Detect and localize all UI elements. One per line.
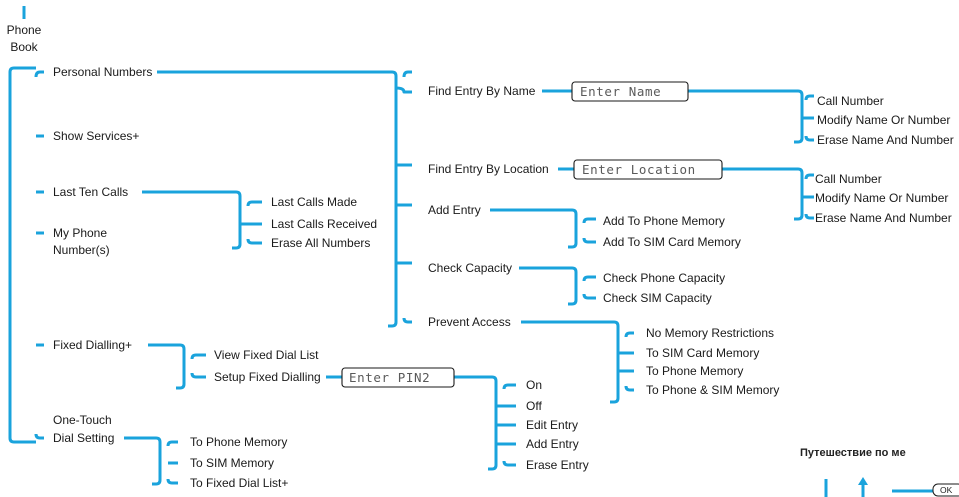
- menu-item-my-phone-numbers-line1[interactable]: My Phone: [53, 226, 107, 240]
- option-location-call-number[interactable]: Call Number: [815, 172, 882, 186]
- menu-item-find-entry-by-location[interactable]: Find Entry By Location: [428, 162, 549, 176]
- lcd-enter-location-text: Enter Location: [582, 162, 696, 177]
- option-pin2-off[interactable]: Off: [526, 399, 542, 413]
- up-arrow-icon: [858, 477, 868, 485]
- option-pin2-erase-entry[interactable]: Erase Entry: [526, 458, 589, 472]
- lcd-enter-pin2-text: Enter PIN2: [349, 370, 430, 385]
- ok-key-label: OK: [940, 485, 953, 495]
- root-label-line2: Book: [10, 40, 38, 54]
- ok-key-icon: [932, 483, 959, 497]
- root-label-line1: Phone: [7, 23, 42, 37]
- option-to-sim-card-memory[interactable]: To SIM Card Memory: [646, 346, 759, 360]
- option-pin2-add-entry[interactable]: Add Entry: [526, 437, 579, 451]
- option-location-erase[interactable]: Erase Name And Number: [815, 211, 952, 225]
- option-add-to-sim-card-memory[interactable]: Add To SIM Card Memory: [603, 235, 741, 249]
- option-to-phone-and-sim-memory[interactable]: To Phone & SIM Memory: [646, 383, 779, 397]
- lcd-enter-name-text: Enter Name: [580, 84, 661, 99]
- corner-caption: Путешествие по ме: [800, 447, 906, 459]
- option-name-modify[interactable]: Modify Name Or Number: [817, 113, 950, 127]
- option-add-to-phone-memory[interactable]: Add To Phone Memory: [603, 214, 725, 228]
- option-last-calls-received[interactable]: Last Calls Received: [271, 217, 377, 231]
- option-pin2-on[interactable]: On: [526, 378, 542, 392]
- option-last-calls-made[interactable]: Last Calls Made: [271, 195, 357, 209]
- menu-item-last-ten-calls[interactable]: Last Ten Calls: [53, 185, 128, 199]
- option-location-modify[interactable]: Modify Name Or Number: [815, 191, 948, 205]
- menu-item-prevent-access[interactable]: Prevent Access: [428, 315, 511, 329]
- menu-item-my-phone-numbers-line2[interactable]: Number(s): [53, 243, 110, 257]
- menu-item-personal-numbers[interactable]: Personal Numbers: [53, 65, 152, 79]
- menu-item-show-services[interactable]: Show Services+: [53, 129, 139, 143]
- option-one-touch-phone-memory[interactable]: To Phone Memory: [190, 435, 287, 449]
- menu-item-fixed-dialling[interactable]: Fixed Dialling+: [53, 338, 132, 352]
- lcd-enter-pin2[interactable]: Enter PIN2: [341, 367, 455, 388]
- option-erase-all-numbers[interactable]: Erase All Numbers: [271, 236, 370, 250]
- option-no-memory-restrictions[interactable]: No Memory Restrictions: [646, 326, 774, 340]
- menu-item-check-capacity[interactable]: Check Capacity: [428, 261, 512, 275]
- menu-item-one-touch-line1[interactable]: One-Touch: [53, 413, 112, 427]
- lcd-enter-name[interactable]: Enter Name: [571, 81, 689, 102]
- menu-item-add-entry[interactable]: Add Entry: [428, 203, 481, 217]
- option-setup-fixed-dialling[interactable]: Setup Fixed Dialling: [214, 370, 321, 384]
- option-check-sim-capacity[interactable]: Check SIM Capacity: [603, 291, 712, 305]
- menu-item-find-entry-by-name[interactable]: Find Entry By Name: [428, 84, 536, 98]
- option-name-erase[interactable]: Erase Name And Number: [817, 133, 954, 147]
- lcd-enter-location[interactable]: Enter Location: [573, 159, 723, 180]
- option-name-call-number[interactable]: Call Number: [817, 94, 884, 108]
- option-one-touch-fixed-dial-list[interactable]: To Fixed Dial List+: [190, 476, 288, 490]
- option-pin2-edit-entry[interactable]: Edit Entry: [526, 418, 578, 432]
- option-to-phone-memory[interactable]: To Phone Memory: [646, 364, 743, 378]
- connector-lines: [8, 6, 814, 486]
- menu-item-one-touch-line2[interactable]: Dial Setting: [53, 431, 114, 445]
- option-one-touch-sim-memory[interactable]: To SIM Memory: [190, 456, 274, 470]
- option-check-phone-capacity[interactable]: Check Phone Capacity: [603, 271, 725, 285]
- legend-navigation-icons: OK: [824, 477, 959, 497]
- option-view-fixed-dial-list[interactable]: View Fixed Dial List: [214, 348, 319, 362]
